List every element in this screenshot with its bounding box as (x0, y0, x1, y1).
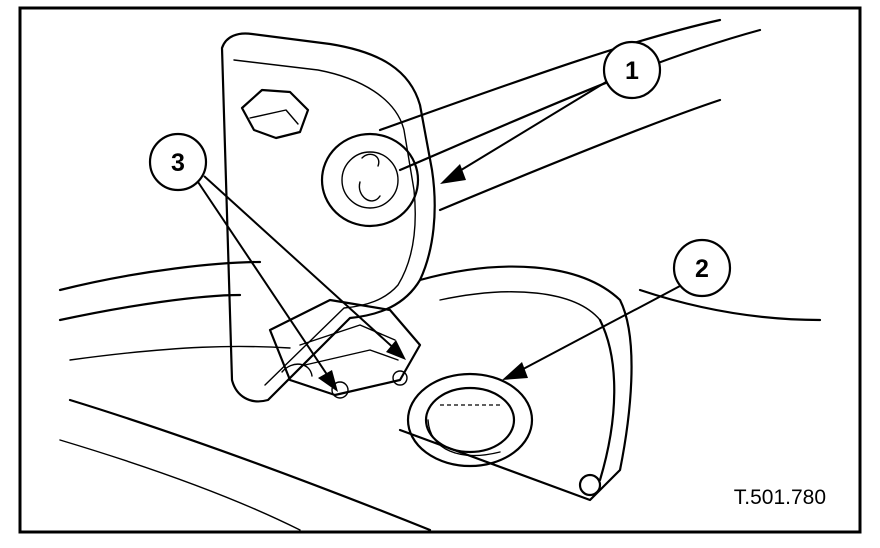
callout-3-arrowhead-b (386, 340, 406, 360)
callout-1-leader (447, 81, 607, 179)
fuel-flap-door (220, 32, 436, 403)
callout-1-circle (602, 40, 662, 100)
callout-3-label: 3 (171, 149, 185, 177)
callout-2-leader (509, 285, 681, 377)
callout-1: 1 (440, 40, 662, 184)
body-panel-lines (58, 18, 822, 532)
callout-3: 3 (148, 132, 406, 392)
callout-1-arrowhead (440, 164, 466, 184)
callout-2-label: 2 (695, 255, 709, 283)
callout-3-leader-a (197, 181, 333, 383)
callout-2-arrowhead (502, 362, 528, 380)
callout-1-label: 1 (625, 57, 639, 85)
figure-frame (18, 6, 862, 534)
callout-2-circle (672, 238, 732, 298)
callout-3-leader-b (203, 175, 399, 353)
figure-reference-code: T.501.780 (734, 486, 826, 509)
callout-2: 2 (502, 238, 732, 380)
callout-3-circle (148, 132, 208, 192)
filler-recess (398, 265, 633, 502)
callout-3-arrowhead-a (318, 370, 338, 392)
